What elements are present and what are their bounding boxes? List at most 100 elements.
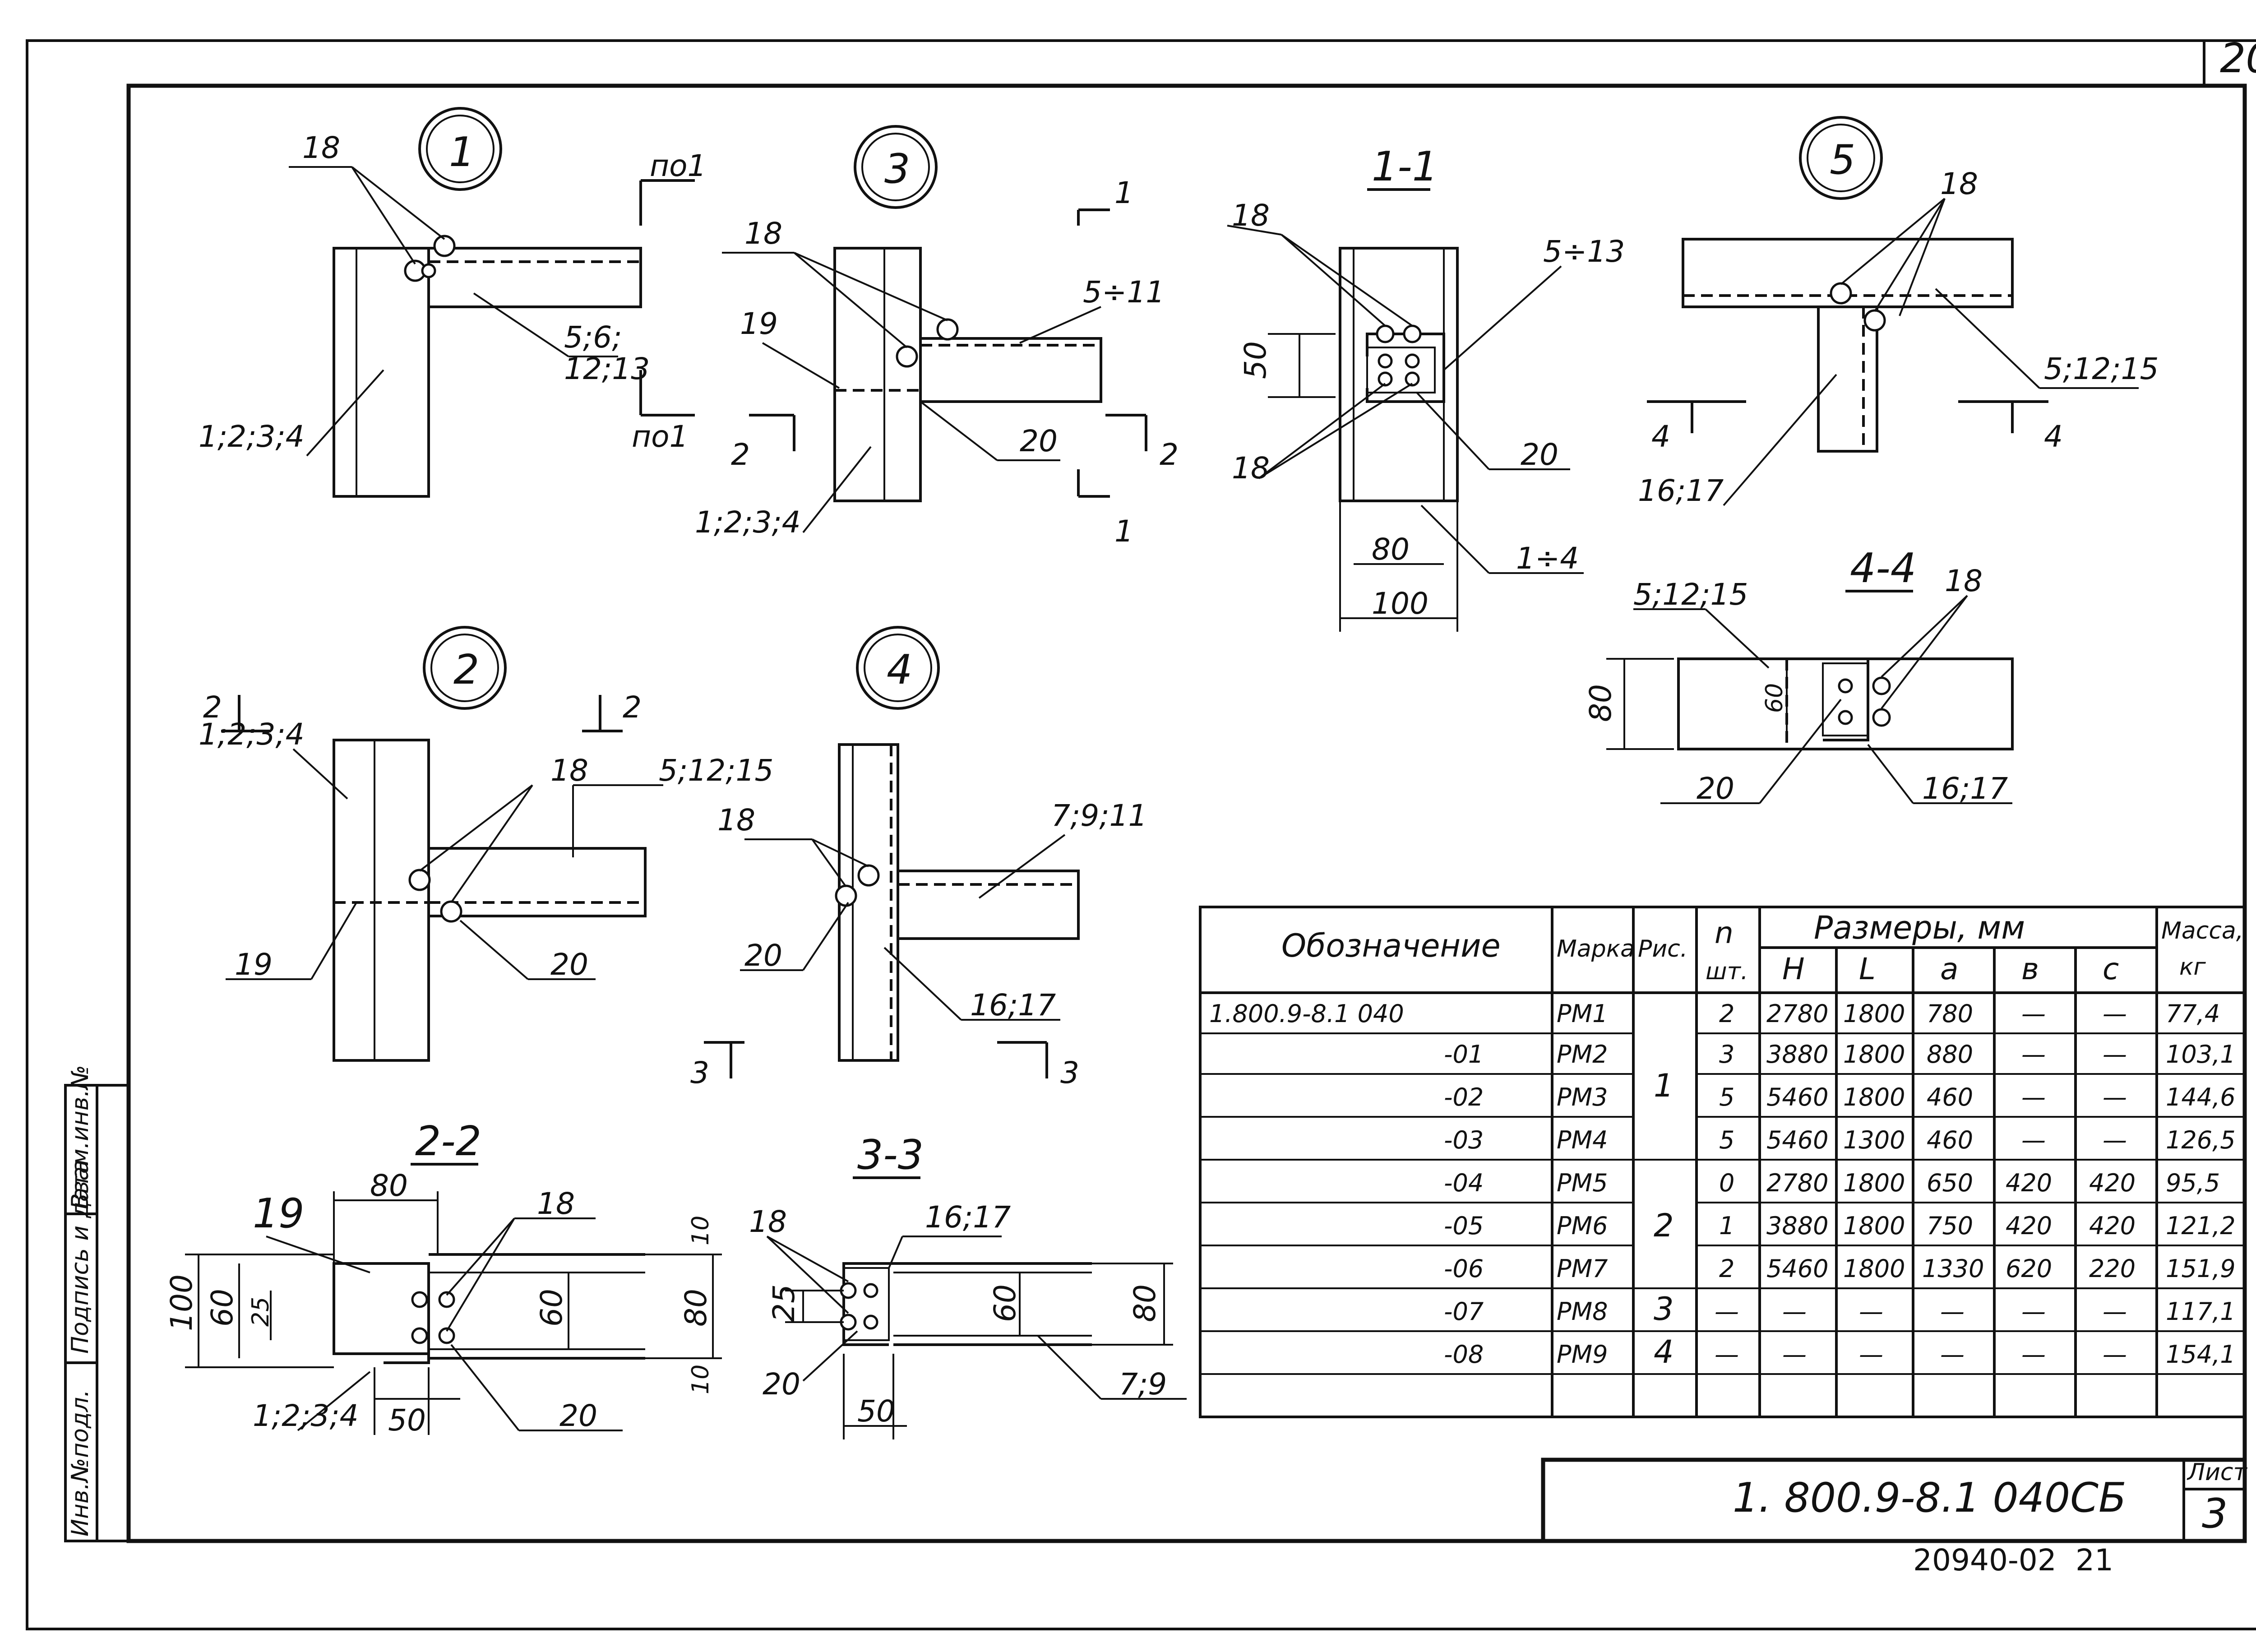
svg-text:117,1: 117,1 bbox=[2166, 1297, 2236, 1326]
svg-text:18: 18 bbox=[717, 803, 755, 838]
svg-text:—: — bbox=[1859, 1297, 1883, 1326]
svg-text:2: 2 bbox=[1719, 1254, 1734, 1283]
archive-code: 20940-02 bbox=[1913, 1543, 2057, 1578]
svg-text:144,6: 144,6 bbox=[2166, 1083, 2236, 1111]
table-row: 1.800.9-8.1 040 РМ1 2 2780 1800 780 — — … bbox=[1209, 1000, 2220, 1028]
svg-text:1330: 1330 bbox=[1922, 1254, 1984, 1283]
svg-text:1.800.9-8.1 040: 1.800.9-8.1 040 bbox=[1209, 1000, 1404, 1028]
svg-text:-03: -03 bbox=[1444, 1126, 1484, 1154]
svg-text:25: 25 bbox=[767, 1284, 801, 1322]
svg-text:РМ1: РМ1 bbox=[1557, 1000, 1608, 1028]
svg-text:5;6;: 5;6; bbox=[564, 320, 622, 355]
node-3: 3 18 5÷11 19 20 1;2;3;4 1 1 2 2 bbox=[695, 125, 1179, 549]
section-4-4: 4-4 5;12;15 18 80 60 20 16;17 bbox=[1583, 545, 2014, 806]
svg-text:-06: -06 bbox=[1444, 1254, 1484, 1283]
section-2-2-title: 2-2 bbox=[415, 1118, 481, 1165]
inner-frame bbox=[126, 83, 2247, 1543]
svg-text:—: — bbox=[2103, 1040, 2127, 1069]
svg-text:420: 420 bbox=[2089, 1212, 2136, 1240]
stamp-replace: Взам.инв.№ bbox=[67, 1065, 94, 1209]
svg-text:по1: по1 bbox=[650, 148, 707, 183]
svg-text:80: 80 bbox=[679, 1289, 713, 1327]
svg-text:20: 20 bbox=[744, 938, 782, 973]
fig-group-3: 3 bbox=[1654, 1291, 1674, 1328]
section-3-3: 3-3 18 16;17 25 60 80 20 50 7;9 bbox=[749, 1131, 1187, 1439]
node-5: 5 18 5;12;15 16;17 4 4 bbox=[1638, 116, 2159, 508]
section-4-4-title: 4-4 bbox=[1850, 545, 1916, 592]
table-row: -08 РМ9 — — — — — — 154,1 bbox=[1444, 1340, 2236, 1369]
svg-text:60: 60 bbox=[534, 1289, 569, 1327]
svg-text:620: 620 bbox=[2006, 1254, 2052, 1283]
svg-text:1800: 1800 bbox=[1843, 1169, 1905, 1197]
stamp-inv: Инв.№подл. bbox=[67, 1389, 94, 1536]
sheet-label: Лист bbox=[2187, 1459, 2247, 1486]
table-row: -07 РМ8 — — — — — — 117,1 bbox=[1444, 1297, 2236, 1326]
svg-text:1800: 1800 bbox=[1843, 1000, 1905, 1028]
table-row: -01 РМ2 3 3880 1800 880 — — 103,1 bbox=[1444, 1040, 2236, 1069]
svg-text:19: 19 bbox=[253, 1190, 305, 1237]
node-5-badge: 5 bbox=[1830, 136, 1855, 184]
svg-text:—: — bbox=[2103, 1297, 2127, 1326]
svg-text:80: 80 bbox=[370, 1168, 408, 1203]
svg-text:18: 18 bbox=[1940, 167, 1978, 201]
svg-text:18: 18 bbox=[744, 216, 782, 251]
svg-text:5;12;15: 5;12;15 bbox=[2044, 352, 2159, 386]
svg-text:—: — bbox=[2021, 1126, 2046, 1154]
svg-text:—: — bbox=[1940, 1340, 1965, 1369]
svg-text:—: — bbox=[2021, 1297, 2046, 1326]
svg-text:5460: 5460 bbox=[1766, 1126, 1828, 1154]
svg-text:—: — bbox=[2103, 1000, 2127, 1028]
svg-text:12;13: 12;13 bbox=[564, 352, 650, 386]
th-n-unit: шт. bbox=[1706, 958, 1748, 985]
svg-text:20: 20 bbox=[763, 1367, 800, 1402]
th-a: a bbox=[1940, 952, 1958, 986]
svg-text:121,2: 121,2 bbox=[2166, 1212, 2236, 1240]
svg-text:80: 80 bbox=[1128, 1284, 1162, 1322]
svg-text:—: — bbox=[1940, 1297, 1965, 1326]
node-1: 1 18 5;6; 12;13 1;2;3;4 по1 по1 bbox=[199, 107, 707, 498]
svg-text:по1: по1 bbox=[632, 419, 689, 454]
svg-text:60: 60 bbox=[1761, 683, 1788, 713]
svg-text:1: 1 bbox=[1114, 176, 1133, 210]
svg-text:420: 420 bbox=[2006, 1169, 2052, 1197]
svg-text:1800: 1800 bbox=[1843, 1254, 1905, 1283]
corner-number: 20 bbox=[2220, 35, 2256, 82]
section-1-1-title: 1-1 bbox=[1372, 143, 1438, 190]
th-mark: Марка bbox=[1557, 935, 1635, 963]
svg-text:3880: 3880 bbox=[1766, 1040, 1828, 1069]
svg-text:18: 18 bbox=[537, 1186, 575, 1221]
svg-text:220: 220 bbox=[2089, 1254, 2136, 1283]
svg-text:3: 3 bbox=[1060, 1055, 1079, 1090]
sheet-number: 3 bbox=[2202, 1490, 2228, 1537]
svg-text:20: 20 bbox=[1020, 424, 1058, 458]
svg-text:16;17: 16;17 bbox=[970, 988, 1056, 1023]
svg-text:5: 5 bbox=[1719, 1083, 1734, 1111]
svg-text:19: 19 bbox=[740, 306, 778, 341]
svg-text:19: 19 bbox=[235, 947, 273, 982]
svg-text:60: 60 bbox=[988, 1284, 1022, 1322]
svg-text:2: 2 bbox=[1719, 1000, 1734, 1028]
svg-text:—: — bbox=[1859, 1340, 1883, 1369]
svg-text:—: — bbox=[2021, 1340, 2046, 1369]
svg-text:1;2;3;4: 1;2;3;4 bbox=[695, 505, 801, 540]
svg-text:750: 750 bbox=[1927, 1212, 1973, 1240]
svg-text:4: 4 bbox=[2044, 419, 2063, 454]
svg-text:10: 10 bbox=[687, 1365, 714, 1394]
svg-text:1: 1 bbox=[1719, 1212, 1734, 1240]
section-1-1: 1-1 18 5÷13 50 18 20 1÷4 80 100 bbox=[1227, 143, 1625, 632]
fig-group-2: 2 bbox=[1654, 1207, 1674, 1244]
svg-text:18: 18 bbox=[1232, 198, 1270, 233]
node-2: 2 1;2;3;4 18 5;12;15 19 20 2 2 bbox=[199, 626, 773, 1062]
svg-text:20: 20 bbox=[1521, 437, 1558, 472]
svg-text:5;12;15: 5;12;15 bbox=[659, 753, 773, 788]
svg-text:460: 460 bbox=[1927, 1126, 1973, 1154]
document-code: 1. 800.9-8.1 040СБ bbox=[1733, 1474, 2127, 1522]
svg-text:1800: 1800 bbox=[1843, 1040, 1905, 1069]
svg-text:77,4: 77,4 bbox=[2166, 1000, 2220, 1028]
svg-text:РМ5: РМ5 bbox=[1557, 1169, 1608, 1197]
svg-text:2: 2 bbox=[731, 437, 750, 472]
svg-text:-05: -05 bbox=[1444, 1212, 1484, 1240]
node-3-badge: 3 bbox=[884, 145, 910, 193]
svg-text:18: 18 bbox=[1945, 564, 1983, 598]
